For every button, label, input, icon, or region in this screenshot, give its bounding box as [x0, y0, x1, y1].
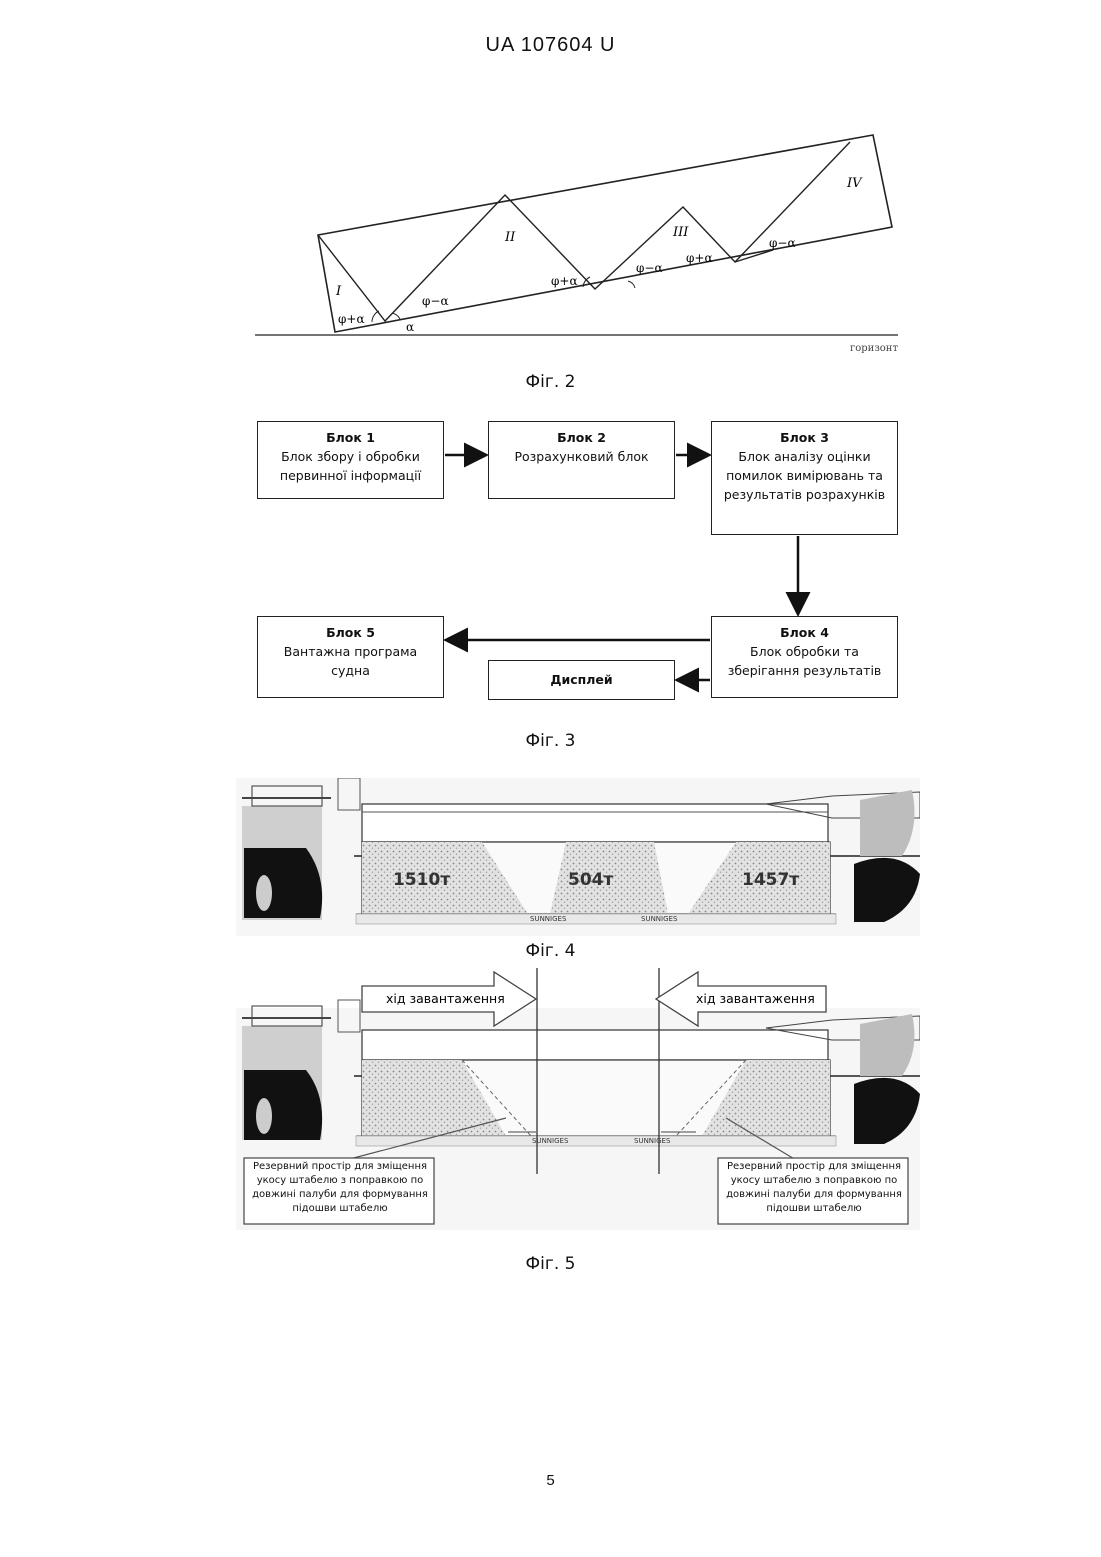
block-description: Вантажна програма судна	[258, 642, 443, 680]
note-left: Резервний простір для зміщення укосу шта…	[246, 1160, 434, 1216]
block-title: Блок 2	[489, 428, 674, 447]
display-block: Дисплей	[488, 660, 675, 700]
loading-direction-right: хід завантаження	[696, 991, 815, 1006]
hull-mark: SUNNIGES	[634, 1137, 671, 1145]
angle-label: φ−α	[422, 294, 449, 308]
block-title: Блок 4	[712, 623, 897, 642]
block-2: Блок 2 Розрахунковий блок	[488, 421, 675, 499]
tilted-beam	[318, 135, 892, 332]
block-description: Розрахунковий блок	[489, 447, 674, 466]
horizon-label: горизонт	[850, 343, 898, 354]
block-5: Блок 5 Вантажна програма судна	[257, 616, 444, 698]
block-description: Блок обробки та зберігання результатів	[712, 642, 897, 680]
block-title: Блок 3	[712, 428, 897, 447]
hull-mark: SUNNIGES	[641, 915, 678, 923]
block-description: Блок аналізу оцінки помилок вимірювань т…	[712, 447, 897, 504]
hull-mark: SUNNIGES	[530, 915, 567, 923]
zone-label-2: II	[504, 230, 516, 245]
block-description: Блок збору і обробки первинної інформаці…	[258, 447, 443, 485]
block-1: Блок 1 Блок збору і обробки первинної ін…	[257, 421, 444, 499]
fig5-caption: Фіг. 5	[0, 1254, 1101, 1274]
hold-load-3: 1457т	[742, 870, 799, 890]
block-title: Блок 1	[258, 428, 443, 447]
block-4: Блок 4 Блок обробки та зберігання резуль…	[711, 616, 898, 698]
note-right: Резервний простір для зміщення укосу шта…	[720, 1160, 908, 1216]
page-number: 5	[0, 1472, 1101, 1489]
hull-mark: SUNNIGES	[532, 1137, 569, 1145]
fig2-caption: Фіг. 2	[0, 372, 1101, 392]
block-3: Блок 3 Блок аналізу оцінки помилок вимір…	[711, 421, 898, 535]
loading-direction-left: хід завантаження	[386, 991, 505, 1006]
document-id: UA 107604 U	[0, 34, 1101, 57]
zone-label-4: IV	[846, 176, 863, 191]
angle-label: φ−α	[636, 261, 663, 275]
hold-load-2: 504т	[568, 870, 613, 890]
angle-label: φ+α	[338, 312, 365, 326]
zone-label-3: III	[672, 225, 689, 240]
angle-label: φ−α	[769, 236, 796, 250]
hold-load-1: 1510т	[393, 870, 450, 890]
fig4-caption: Фіг. 4	[0, 941, 1101, 961]
block-title: Блок 5	[258, 623, 443, 642]
display-label: Дисплей	[489, 670, 674, 689]
fig2-diagram: горизонт I II III IV φ+α φ−α α φ+α φ−α φ…	[240, 125, 920, 365]
zone-label-1: I	[335, 284, 342, 299]
truss-diagonals	[318, 142, 850, 321]
angle-label: φ+α	[551, 274, 578, 288]
angle-label: α	[406, 320, 414, 334]
angle-label: φ+α	[686, 251, 713, 265]
fig3-caption: Фіг. 3	[0, 731, 1101, 751]
fig4-ship: 1510т 504т 1457т SUNNIGES SUNNIGES	[236, 778, 920, 936]
